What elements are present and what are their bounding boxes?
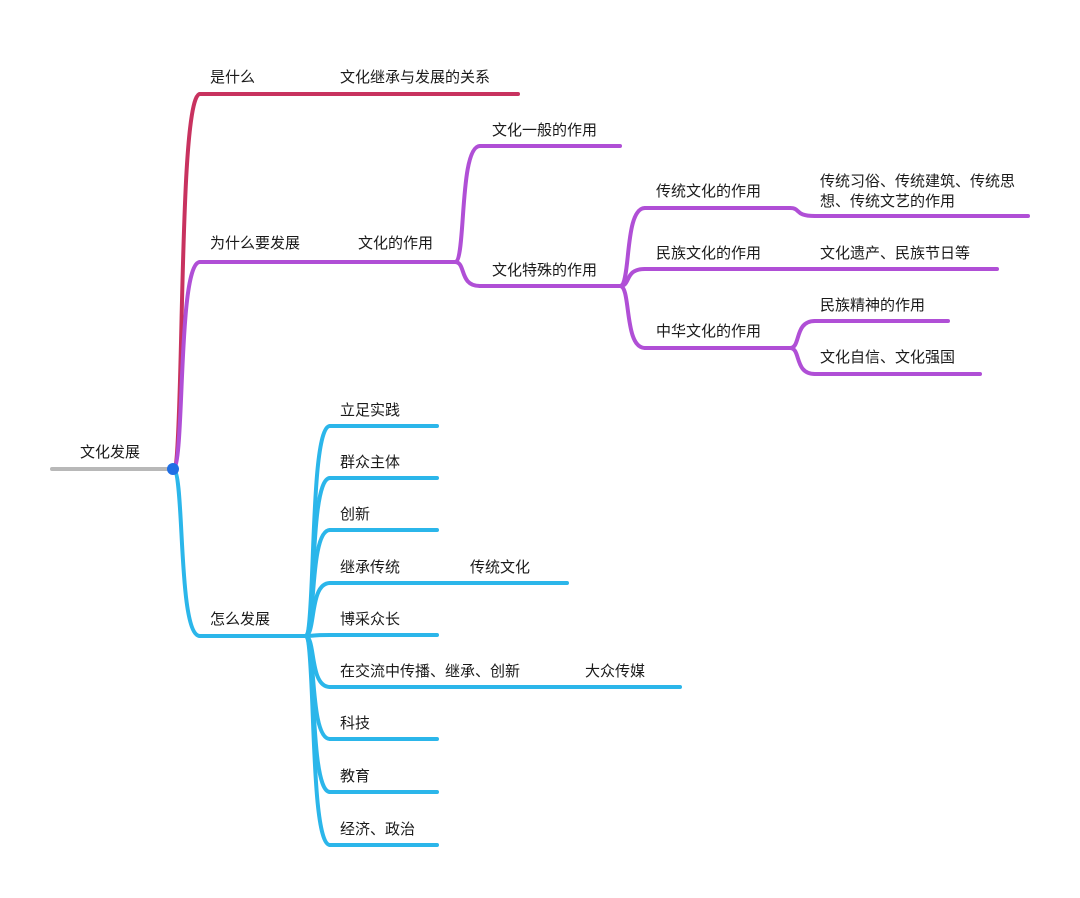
connector-traditional-detail-curve [788,206,817,218]
how-item-economy-politics[interactable]: 经济、政治 [340,820,416,838]
connector-spirit-curve [788,319,817,350]
branch-how[interactable]: 怎么发展 [210,610,271,628]
root-junction-dot [167,463,179,475]
branch-why[interactable]: 为什么要发展 [210,234,301,252]
how-item-mass-media[interactable]: 大众传媒 [585,662,646,680]
how-item-technology[interactable]: 科技 [340,714,371,732]
how-item-learn-widely[interactable]: 博采众长 [340,610,401,628]
how-item-inherit-tradition[interactable]: 继承传统 [340,558,401,576]
root-node[interactable]: 文化发展 [80,443,141,461]
node-traditional-detail[interactable]: 传统习俗、传统建筑、传统思想、传统文艺的作用 [820,172,1016,210]
how-item-exchange[interactable]: 在交流中传播、继承、创新 [340,662,521,680]
how-item-practice[interactable]: 立足实践 [340,401,401,419]
node-chinese-role[interactable]: 中华文化的作用 [656,322,762,340]
how-item-traditional-culture[interactable]: 传统文化 [470,558,531,576]
how-item-education[interactable]: 教育 [340,767,371,785]
connector-why-curve [171,260,202,471]
node-national-spirit[interactable]: 民族精神的作用 [820,296,926,314]
node-general-role[interactable]: 文化一般的作用 [492,121,598,139]
node-national-detail[interactable]: 文化遗产、民族节日等 [820,244,971,262]
node-culture-role[interactable]: 文化的作用 [358,234,434,252]
node-national-role[interactable]: 民族文化的作用 [656,244,762,262]
node-special-role[interactable]: 文化特殊的作用 [492,261,598,279]
connector-what-curve [171,92,202,471]
connector-confidence-curve [788,346,817,376]
connector-general-curve [453,144,482,264]
connector-how-item-8-curve [303,634,332,847]
node-cultural-confidence[interactable]: 文化自信、文化强国 [820,348,956,366]
branch-what[interactable]: 是什么 [210,68,256,86]
how-item-innovation[interactable]: 创新 [340,505,371,523]
connector-chinese-curve [618,284,647,350]
how-item-masses[interactable]: 群众主体 [340,453,401,471]
connector-how-curve [171,467,202,638]
connector-special-curve [453,260,482,288]
node-traditional-role[interactable]: 传统文化的作用 [656,182,762,200]
node-inheritance-relation[interactable]: 文化继承与发展的关系 [340,68,491,86]
